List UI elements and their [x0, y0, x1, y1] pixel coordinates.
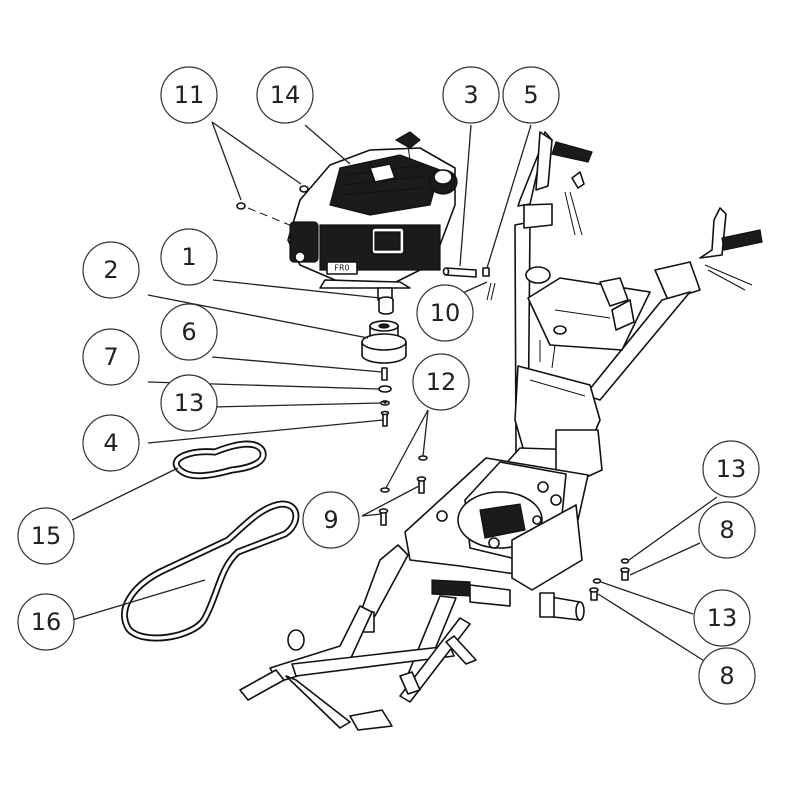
callout-label: 7 — [103, 343, 118, 371]
callout-1: 1 — [160, 228, 218, 286]
belt-part-16 — [121, 500, 300, 642]
clip-part-5 — [482, 267, 496, 301]
callout-14: 14 — [256, 66, 314, 124]
callout-label: 10 — [430, 299, 461, 327]
callout-label: 4 — [103, 429, 118, 457]
callout-12: 12 — [412, 353, 470, 411]
nuts-part-11 — [236, 185, 309, 227]
callout-label: 12 — [426, 368, 457, 396]
callout-11: 11 — [160, 66, 218, 124]
callout-label: 11 — [174, 81, 205, 109]
callout-13: 13 — [693, 589, 751, 647]
spacer-part-1 — [378, 296, 394, 315]
callout-8: 8 — [698, 501, 756, 559]
callout-13: 13 — [702, 440, 760, 498]
callout-label: 13 — [707, 604, 738, 632]
callout-label: 13 — [716, 455, 747, 483]
callout-label: 2 — [103, 256, 118, 284]
callout-label: 13 — [174, 389, 205, 417]
fastener-stack — [378, 367, 392, 427]
callout-9: 9 — [302, 491, 360, 549]
bolts-part-9 — [378, 476, 427, 526]
callout-13: 13 — [160, 374, 218, 432]
engine-badge: FR0 — [334, 264, 349, 273]
pin-part-3 — [442, 267, 477, 278]
callout-2: 2 — [82, 241, 140, 299]
callout-label: 6 — [181, 318, 196, 346]
callout-16: 16 — [17, 593, 75, 651]
engine: FR0 — [287, 131, 458, 301]
callout-label: 9 — [323, 506, 338, 534]
callout-10: 10 — [416, 284, 474, 342]
callout-label: 1 — [181, 243, 196, 271]
callout-6: 6 — [160, 303, 218, 361]
callout-label: 8 — [719, 662, 734, 690]
callout-label: 8 — [719, 516, 734, 544]
callout-3: 3 — [442, 66, 500, 124]
callout-7: 7 — [82, 328, 140, 386]
callout-label: 16 — [31, 608, 62, 636]
right-fasteners — [589, 558, 630, 601]
callout-label: 5 — [523, 81, 538, 109]
pulley-part-2 — [361, 320, 407, 364]
callout-label: 15 — [31, 522, 62, 550]
callout-15: 15 — [17, 507, 75, 565]
chassis-frame — [239, 131, 763, 731]
callout-4: 4 — [82, 414, 140, 472]
belt-part-15 — [172, 440, 267, 480]
washers-part-12 — [380, 455, 428, 493]
callout-8: 8 — [698, 647, 756, 705]
callout-label: 3 — [463, 81, 478, 109]
callout-5: 5 — [502, 66, 560, 124]
callout-label: 14 — [270, 81, 301, 109]
